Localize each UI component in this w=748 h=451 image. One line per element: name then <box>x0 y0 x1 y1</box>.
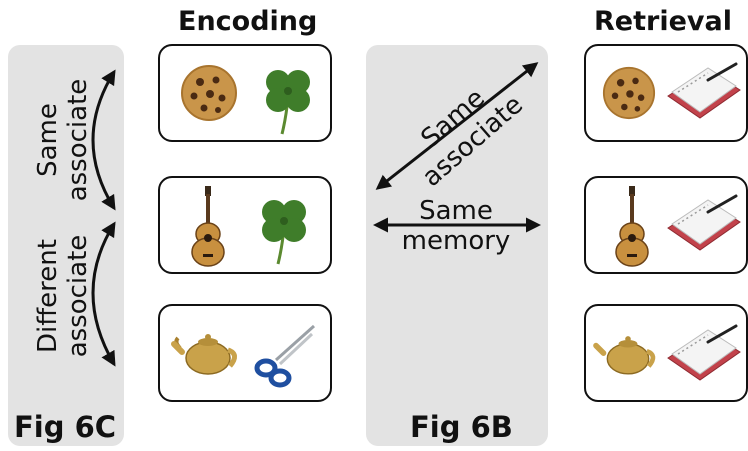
notebook-icon <box>667 324 741 381</box>
different-associate-arrow <box>91 221 116 367</box>
notebook-icon <box>667 62 741 119</box>
clover-icon <box>262 200 306 265</box>
scissors-icon <box>254 324 316 388</box>
guitar-icon <box>191 186 225 267</box>
encoding-title: Encoding <box>178 6 318 37</box>
fig-6c-label: Fig 6C <box>14 410 117 444</box>
same-associate-arrow <box>91 69 116 211</box>
clover-icon <box>266 70 310 135</box>
diagonal-same-associate-arrow <box>375 62 539 190</box>
cookie-icon <box>602 66 656 120</box>
teapot-icon <box>593 336 656 375</box>
guitar-icon <box>615 186 649 267</box>
retrieval-title: Retrieval <box>594 6 732 37</box>
notebook-icon <box>667 194 741 251</box>
cookie-icon <box>181 65 237 121</box>
fig-6b-label: Fig 6B <box>410 410 513 444</box>
teapot-icon <box>171 334 237 375</box>
